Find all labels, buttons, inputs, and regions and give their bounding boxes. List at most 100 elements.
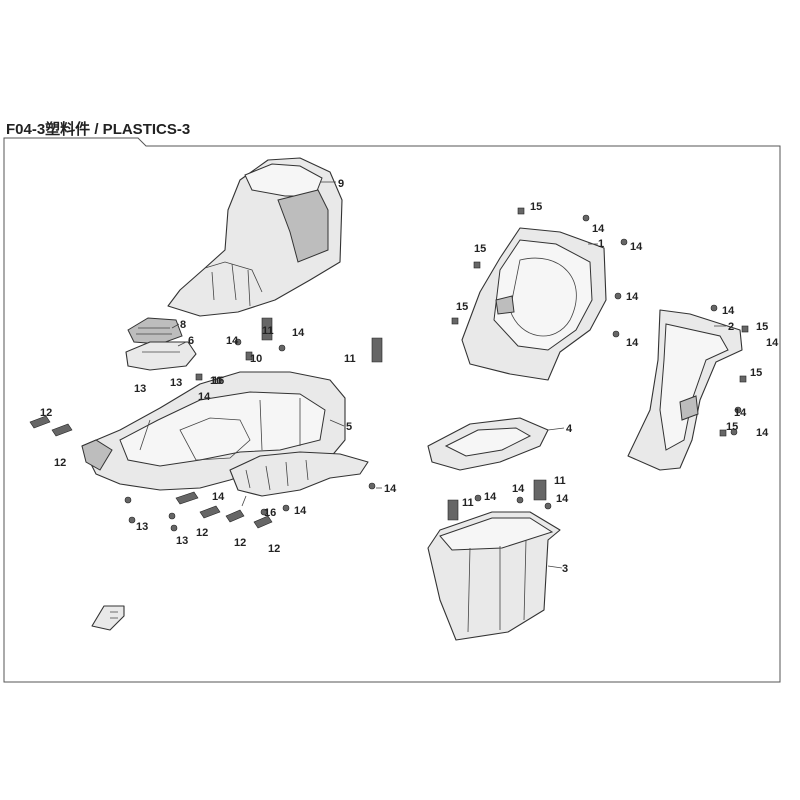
callout-14: 14 [766,337,779,349]
bracket-icon [533,479,547,501]
front-direction-arrow-icon [91,605,125,631]
callout-14: 14 [198,391,211,403]
callout-11: 11 [462,497,474,509]
callout-15: 15 [530,201,542,213]
callout-14: 14 [626,291,639,303]
callout-4: 4 [566,423,573,435]
grommet-icon [51,423,73,437]
callout-1: 1 [598,238,604,250]
part-6-cover-panel [125,341,197,371]
callout-3: 3 [562,563,568,575]
bolt-icon [282,504,290,512]
grommet-icon [199,505,221,519]
callout-15: 15 [750,367,762,379]
bolt-icon [582,214,590,222]
grommet-icon [175,491,199,505]
bolt-icon [516,496,524,504]
callout-14: 14 [722,305,735,317]
callout-labels: 9 8 6 5 1 2 4 3 10 10 11 11 11 11 12 12 … [40,178,779,575]
fastener-group [29,207,749,532]
bolt-icon [278,344,286,352]
callout-12: 12 [196,527,208,539]
callout-13: 13 [176,535,188,547]
callout-14: 14 [226,335,239,347]
callout-11: 11 [262,325,274,337]
callout-12: 12 [234,537,246,549]
callout-13: 13 [136,521,148,533]
callout-13: 13 [134,383,146,395]
callout-14: 14 [484,491,497,503]
callout-14: 14 [592,223,605,235]
bolt-icon [730,428,738,436]
bolt-icon [612,330,620,338]
clip-icon [741,325,749,333]
bolt-icon [170,524,178,532]
callout-13: 13 [170,377,182,389]
bolt-icon [614,292,622,300]
callout-14: 14 [292,327,305,339]
part-9-console-cover [167,157,343,317]
callout-2: 2 [728,321,734,333]
callout-14: 14 [630,241,643,253]
clip-icon [739,375,747,383]
callout-16: 16 [212,375,224,387]
bolt-icon [734,406,742,414]
bracket-icon [261,317,273,341]
bracket-icon [447,499,459,521]
callout-5: 5 [346,421,352,433]
callout-14: 14 [626,337,639,349]
bolt-icon [234,338,242,346]
leader-lines [171,181,726,569]
part-8-vent-grille [127,317,183,345]
grommet-icon [245,351,253,361]
callout-15: 15 [726,421,738,433]
bolt-icon [260,508,268,516]
clip-icon [451,317,459,325]
callout-12: 12 [54,457,66,469]
bolt-icon [168,512,176,520]
page-title: F04-3塑料件 / PLASTICS-3 [6,120,190,138]
callout-11: 11 [554,475,566,487]
callout-12: 12 [40,407,52,419]
bolt-icon [710,304,718,312]
bolt-icon [474,494,482,502]
callout-10: 10 [210,375,222,387]
grommet-icon [29,415,51,429]
callout-10: 10 [250,353,262,365]
bolt-icon [124,496,132,504]
callout-8: 8 [180,319,186,331]
callout-11: 11 [344,353,356,365]
callout-14: 14 [212,491,225,503]
callout-14: 14 [512,483,525,495]
bolt-icon [368,482,376,490]
part-2-side-fender [627,309,743,471]
part-3-storage-bin [427,511,561,641]
bolt-icon [620,238,628,246]
grommet-icon [195,373,203,381]
bolt-icon [128,516,136,524]
part-footrest-bracket [229,451,369,497]
callout-14: 14 [556,493,569,505]
part-4-tray-cover [427,417,549,471]
diagram-frame [3,137,781,683]
callout-12: 12 [268,543,280,555]
callout-16: 16 [264,507,276,519]
clip-icon [517,207,525,215]
part-1-rear-fender [461,227,607,381]
bracket-icon [371,337,383,363]
callout-9: 9 [338,178,344,190]
clip-icon [473,261,481,269]
callout-14: 14 [756,427,769,439]
clip-icon [719,429,727,437]
callout-6: 6 [188,335,194,347]
grommet-icon [253,515,273,529]
bolt-icon [544,502,552,510]
callout-15: 15 [456,301,468,313]
callout-14: 14 [734,407,747,419]
callout-15: 15 [474,243,486,255]
callout-14: 14 [384,483,397,495]
callout-14: 14 [294,505,307,517]
grommet-icon [225,509,245,523]
callout-15: 15 [756,321,768,333]
